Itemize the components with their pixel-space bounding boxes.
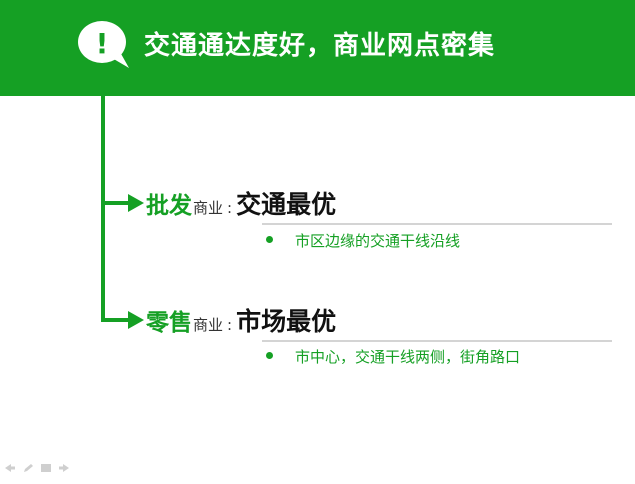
bullet-item: 市中心，交通干线两侧，街角路口: [266, 345, 520, 369]
branch-retail: 零售 商业 : 市场最优: [146, 300, 336, 340]
exclamation-speech-bubble-icon: !: [78, 21, 129, 68]
bullet-dot-icon: [266, 351, 273, 359]
branch-suffix: 商业: [193, 199, 224, 217]
branch-colon: :: [227, 316, 233, 334]
arrow-right-icon[interactable]: [58, 463, 70, 473]
exclamation-glyph: !: [96, 27, 109, 60]
bullet-text: 市区边缘的交通干线沿线: [295, 232, 461, 250]
page-title: 交通通达度好，商业网点密集: [144, 31, 496, 61]
bullet-item: 市区边缘的交通干线沿线: [266, 229, 460, 253]
branch-main-text: 交通最优: [236, 190, 337, 219]
bullet-dot-icon: [266, 235, 273, 243]
pen-icon[interactable]: [22, 463, 34, 473]
arrow-left-icon[interactable]: [4, 463, 16, 473]
branch-keyword: 零售: [146, 310, 192, 336]
branch-suffix: 商业: [193, 316, 224, 334]
slideshow-nav: [4, 462, 76, 474]
branch-main-text: 市场最优: [236, 307, 337, 336]
branch-keyword: 批发: [146, 193, 192, 219]
bullet-text: 市中心，交通干线两侧，街角路口: [295, 348, 521, 366]
slide-menu-icon[interactable]: [40, 463, 52, 473]
branch-colon: :: [227, 199, 233, 217]
divider-line: [262, 223, 612, 225]
branch-wholesale: 批发 商业 : 交通最优: [146, 183, 336, 223]
divider-line: [262, 340, 612, 342]
